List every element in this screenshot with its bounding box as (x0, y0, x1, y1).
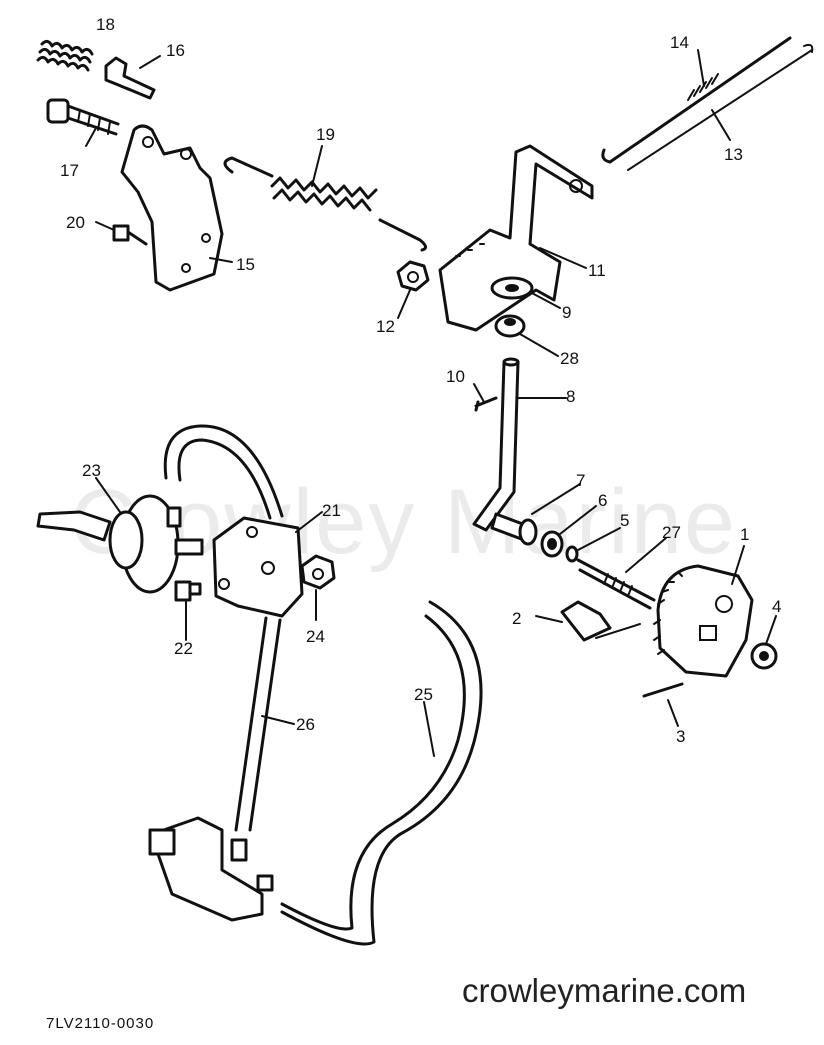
diagram-code: 7LV2110-0030 (46, 1015, 155, 1032)
part-10-pin (474, 396, 498, 412)
part-22-fitting (174, 580, 202, 602)
label-24: 24 (306, 627, 325, 646)
part-11-throttle-arm (438, 144, 594, 332)
label-22: 22 (174, 639, 193, 658)
label-1: 1 (740, 525, 749, 544)
part-16-clip (104, 56, 156, 100)
label-25: 25 (414, 685, 433, 704)
part-8-shaft (472, 357, 520, 532)
part-3-pin (642, 682, 684, 698)
part-2-clip (560, 600, 641, 642)
label-12: 12 (376, 317, 395, 336)
label-19: 19 (316, 125, 335, 144)
part-24-nut (300, 554, 336, 590)
label-27: 27 (662, 523, 681, 542)
leader-lines (85, 49, 777, 757)
part-21-bracket (212, 516, 304, 618)
part-18-spring (36, 39, 94, 72)
site-url: crowleymarine.com (462, 972, 747, 1009)
vacuum-solenoid (148, 816, 274, 922)
label-21: 21 (322, 501, 341, 520)
part-7-bushing (490, 512, 538, 546)
label-15: 15 (236, 255, 255, 274)
label-8: 8 (566, 387, 575, 406)
part-13-wire (627, 43, 814, 171)
part-9-washer (490, 276, 534, 300)
label-13: 13 (724, 145, 743, 164)
hose-upper (163, 424, 284, 520)
part-5-washer (565, 545, 579, 563)
part-labels: 1 2 3 4 5 6 7 8 9 10 11 12 13 14 15 16 1… (60, 15, 781, 746)
part-14-link-rod (601, 36, 792, 164)
part-17-bolt (46, 98, 120, 136)
part-1-gear-cam (653, 564, 754, 678)
label-26: 26 (296, 715, 315, 734)
label-7: 7 (576, 471, 585, 490)
label-3: 3 (676, 727, 685, 746)
label-16: 16 (166, 41, 185, 60)
label-20: 20 (66, 213, 85, 232)
label-9: 9 (562, 303, 571, 322)
part-4-washer (750, 642, 778, 670)
part-23-diaphragm (36, 494, 204, 594)
part-20-screw (112, 224, 148, 246)
part-25-hose (280, 600, 483, 946)
label-10: 10 (446, 367, 465, 386)
label-28: 28 (560, 349, 579, 368)
part-27-bolt (576, 558, 656, 610)
part-6-washer (540, 530, 564, 558)
label-5: 5 (620, 511, 629, 530)
part-12-nut (396, 260, 430, 292)
label-23: 23 (82, 461, 101, 480)
label-17: 17 (60, 161, 79, 180)
part-15-bracket (120, 124, 224, 292)
part-19-spring (223, 156, 427, 252)
label-18: 18 (96, 15, 115, 34)
label-4: 4 (772, 597, 781, 616)
label-14: 14 (670, 33, 689, 52)
part-26-hose (234, 616, 282, 832)
label-11: 11 (588, 261, 606, 280)
label-6: 6 (598, 491, 607, 510)
label-2: 2 (512, 609, 521, 628)
part-28-collar (494, 314, 526, 338)
